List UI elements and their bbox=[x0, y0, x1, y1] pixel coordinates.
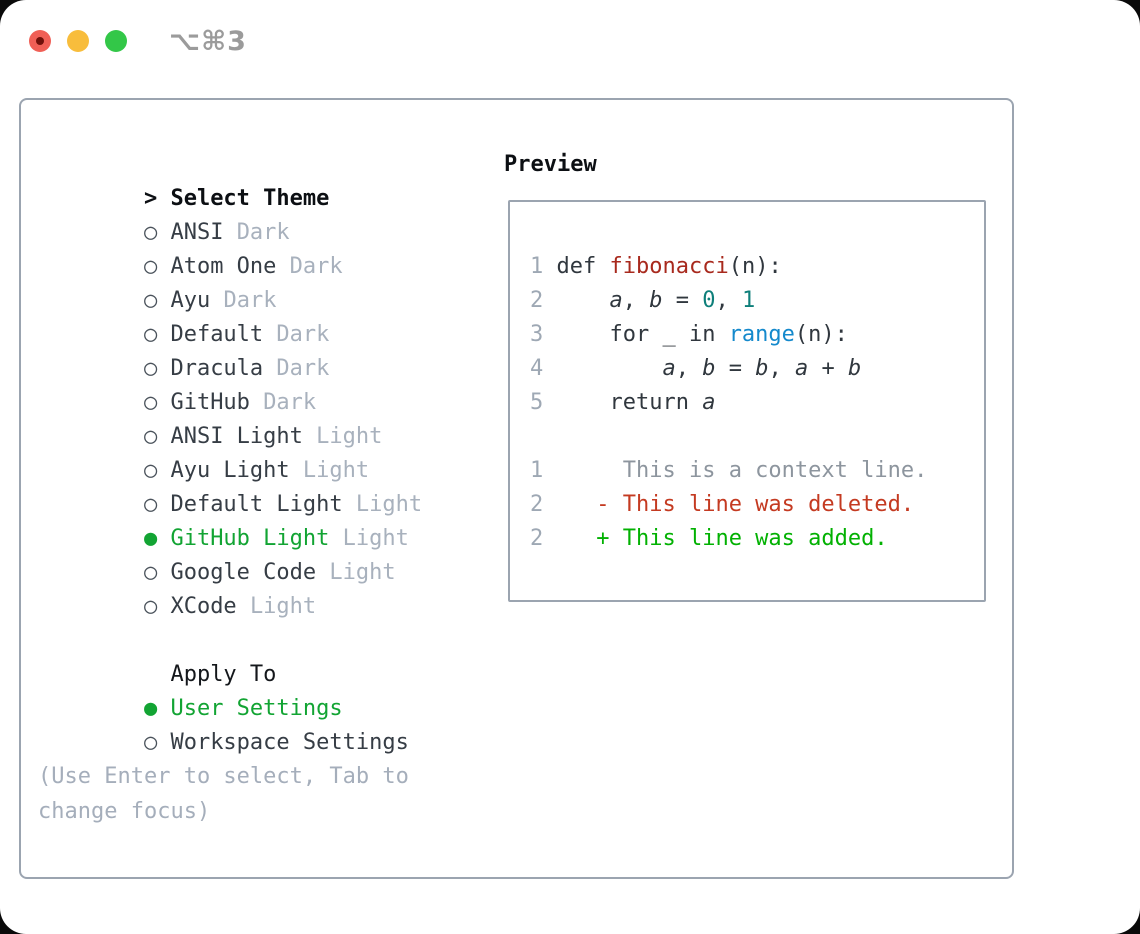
radio-icon: ○ bbox=[143, 356, 158, 381]
radio-icon: ● bbox=[143, 526, 158, 551]
theme-option-github-light[interactable]: ●GitHub Light Light bbox=[38, 488, 498, 551]
keyboard-hint: (Use Enter to select, Tab to change focu… bbox=[38, 764, 409, 824]
theme-option-xcode-light[interactable]: ○XCode Light bbox=[38, 556, 498, 619]
minimize-button[interactable] bbox=[67, 30, 89, 52]
theme-option-default-dark[interactable]: ○Default Dark bbox=[38, 284, 498, 347]
radio-icon: ○ bbox=[143, 322, 158, 347]
theme-option-dracula-dark[interactable]: ○Dracula Dark bbox=[38, 318, 498, 381]
radio-icon: ○ bbox=[143, 390, 158, 415]
apply-option-user-settings[interactable]: ●User Settings bbox=[38, 658, 498, 721]
theme-option-atom-one-dark[interactable]: ○Atom One Dark bbox=[38, 216, 498, 279]
indent bbox=[144, 658, 170, 692]
theme-option-default-light[interactable]: ○Default Light Light bbox=[38, 454, 498, 517]
close-button[interactable] bbox=[29, 30, 51, 52]
apply-to-header: Apply To bbox=[38, 624, 498, 687]
prompt-caret: > bbox=[143, 186, 158, 211]
window-title: ⌥⌘3 bbox=[169, 25, 247, 57]
diff-line-context: 1 This is a context line. bbox=[530, 458, 928, 483]
radio-icon: ○ bbox=[143, 560, 158, 585]
zoom-button[interactable] bbox=[105, 30, 127, 52]
radio-icon: ○ bbox=[143, 254, 158, 279]
code-line: 5 return a bbox=[530, 390, 716, 415]
title-bar: ⌥⌘3 bbox=[29, 25, 247, 57]
theme-picker-panel: >Select Theme ○ANSI Dark ○Atom One Dark … bbox=[19, 98, 1014, 879]
theme-option-ayu-dark[interactable]: ○Ayu Dark bbox=[38, 250, 498, 313]
radio-icon: ● bbox=[143, 696, 158, 721]
radio-icon: ○ bbox=[143, 594, 158, 619]
picker-title: Select Theme bbox=[170, 186, 330, 211]
theme-option-ansi-dark[interactable]: ○ANSI Dark bbox=[38, 182, 498, 245]
apply-option-workspace-settings[interactable]: ○Workspace Settings bbox=[38, 692, 498, 755]
code-line: 4 a, b = b, a + b bbox=[530, 356, 862, 381]
code-line: 1 def fibonacci(n): bbox=[530, 254, 782, 279]
theme-option-ayu-light[interactable]: ○Ayu Light Light bbox=[38, 420, 498, 483]
select-theme-header: > Select Theme bbox=[38, 148, 498, 211]
preview-title: Preview bbox=[504, 152, 597, 177]
diff-line-added: 2 + This line was added. bbox=[530, 526, 888, 551]
preview-box: 1 def fibonacci(n): 2 a, b = 0, 1 3 for _ … bbox=[508, 200, 986, 602]
radio-icon: ○ bbox=[143, 458, 158, 483]
radio-icon: ○ bbox=[143, 424, 158, 449]
radio-icon: ○ bbox=[143, 730, 158, 755]
radio-icon: ○ bbox=[143, 220, 158, 245]
diff-line-deleted: 2 - This line was deleted. bbox=[530, 492, 915, 517]
theme-option-google-code-light[interactable]: ○Google Code Light bbox=[38, 522, 498, 585]
theme-option-github-dark[interactable]: ○GitHub Dark bbox=[38, 352, 498, 415]
diff-preview: 1 This is a context line. 2 - This line w… bbox=[530, 454, 974, 556]
code-preview: 1 def fibonacci(n): 2 a, b = 0, 1 3 for _ … bbox=[530, 250, 974, 420]
theme-option-ansi-light[interactable]: ○ANSI Light Light bbox=[38, 386, 498, 449]
code-line: 2 a, b = 0, 1 bbox=[530, 288, 756, 313]
code-line: 3 for _ in range(n): bbox=[530, 322, 848, 347]
variant-label bbox=[223, 220, 236, 245]
theme-list: >Select Theme ○ANSI Dark ○Atom One Dark … bbox=[38, 148, 498, 829]
radio-icon: ○ bbox=[143, 492, 158, 517]
radio-icon: ○ bbox=[143, 288, 158, 313]
